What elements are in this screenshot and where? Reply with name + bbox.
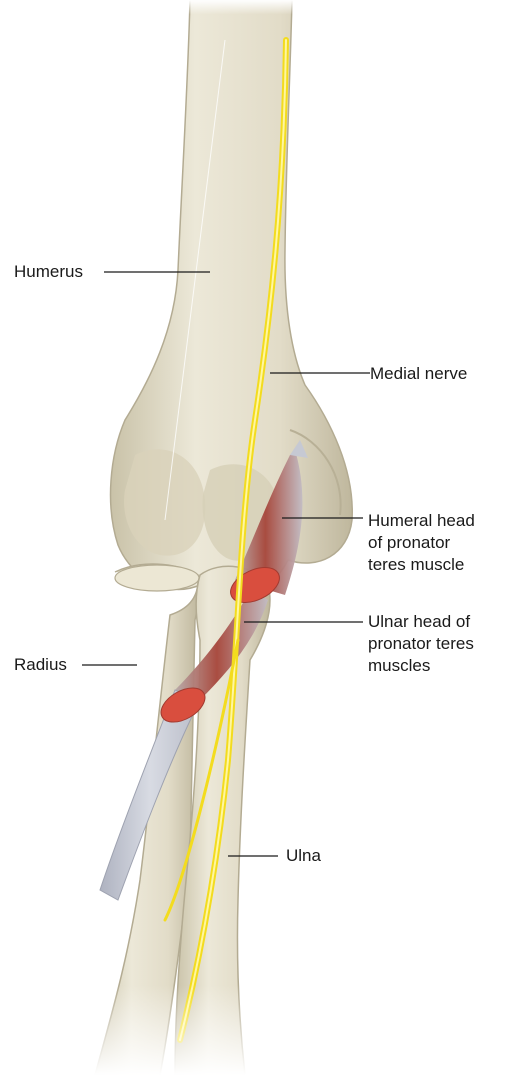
label-humeral-head: Humeral head of pronator teres muscle (368, 510, 475, 576)
label-humeral-head-line-1: Humeral head (368, 510, 475, 532)
label-humeral-head-line-2: of pronator (368, 532, 475, 554)
label-humerus: Humerus (14, 262, 83, 282)
label-medial-nerve: Medial nerve (370, 364, 467, 384)
label-radius: Radius (14, 655, 67, 675)
label-ulnar-head-line-1: Ulnar head of (368, 611, 474, 633)
label-ulnar-head-line-2: pronator teres (368, 633, 474, 655)
label-ulnar-head: Ulnar head of pronator teres muscles (368, 611, 474, 677)
label-ulna: Ulna (286, 846, 321, 866)
humerus-bone (111, 0, 353, 599)
label-humeral-head-line-3: teres muscle (368, 554, 475, 576)
label-ulnar-head-line-3: muscles (368, 655, 474, 677)
